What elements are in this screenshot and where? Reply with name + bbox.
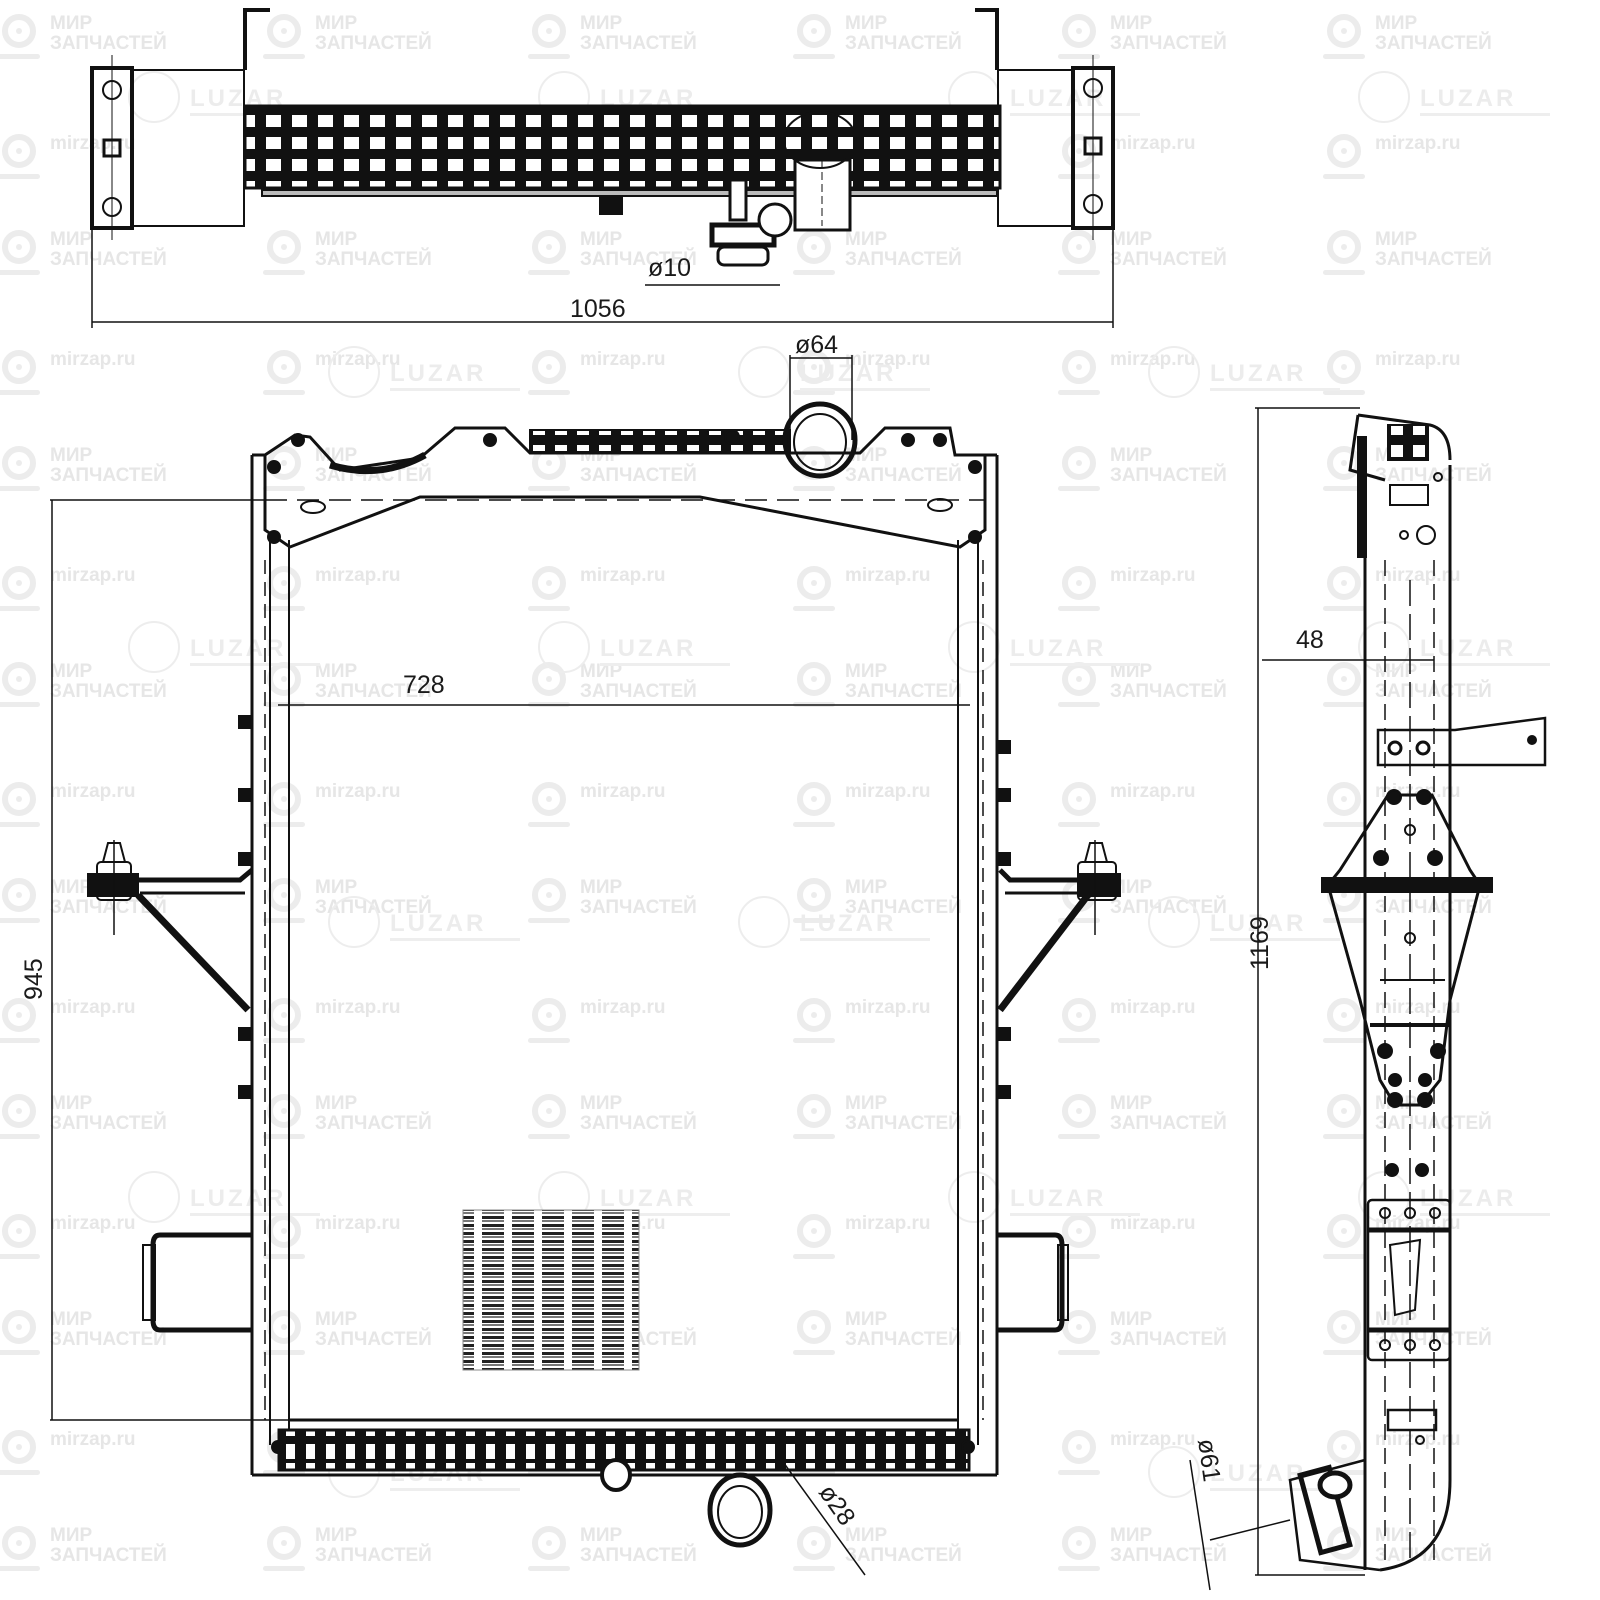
side-rail [1363,465,1452,1570]
filler-neck [783,111,857,232]
top-left-mount-bracket [90,8,270,240]
top-view [90,8,1115,328]
side-mid-plate [1321,789,1493,1108]
left-lower-tank-stub [142,1232,252,1333]
dimension-label-945: 945 [20,958,48,1000]
side-view [1189,407,1547,1591]
side-lower-clamp [1366,1163,1452,1445]
dimension-label-48: 48 [1296,626,1324,654]
dimension-label-diameter-10: ø10 [648,254,691,282]
right-lower-tank-stub [997,1232,1069,1333]
drain-fitting [709,178,793,267]
side-mount-bracket [1376,716,1547,767]
dimension-label-diameter-61: ø61 [1192,1437,1226,1484]
lower-outlet-pipe [707,1454,866,1576]
top-crossmember [252,426,997,549]
side-top-tank [1348,413,1452,558]
dimension-label-diameter-28: ø28 [813,1479,861,1530]
dimension-945 [50,499,289,1421]
dimension-label-1169: 1169 [1246,916,1274,970]
dimension-1056 [91,228,1114,328]
top-tank-grid [243,104,1002,190]
right-mount-arm [997,840,1121,1013]
left-mount-arm [87,840,254,1013]
dimension-label-1056: 1056 [570,295,626,323]
front-view [50,355,1121,1576]
dimension-1169 [1255,407,1365,1576]
side-bottom-pipe [1189,1458,1452,1591]
core-fin-sample [462,1209,640,1371]
dimension-label-728: 728 [403,671,445,699]
radiator-frame [250,455,999,1475]
side-bolts [238,715,1011,1099]
dimension-label-diameter-64: ø64 [795,331,838,359]
upper-inlet-pipe [782,355,858,479]
bottom-tank [252,1418,997,1492]
